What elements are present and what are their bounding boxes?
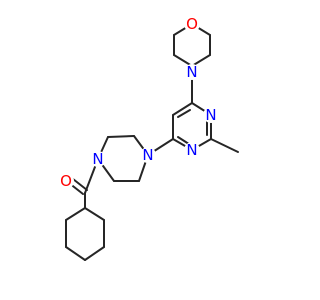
atom-label: N (186, 141, 197, 159)
bond (65, 207, 86, 221)
bond (107, 135, 135, 138)
bond (173, 54, 193, 67)
bond (84, 207, 105, 221)
atom-pyrimidine-nitrogen-3: N (184, 141, 200, 159)
atom-label: N (92, 150, 103, 168)
atom-piperazine-nitrogen-4: N (90, 150, 106, 168)
atom-piperazine-nitrogen-1: N (140, 146, 156, 164)
bond (191, 54, 211, 67)
atom-morpholine-nitrogen: N (184, 63, 200, 81)
methyl-bond (210, 138, 239, 153)
bond (172, 102, 193, 116)
bond (65, 246, 86, 261)
atom-label: O (60, 172, 72, 190)
atom-carbonyl-oxygen: O (58, 172, 74, 190)
cyclohexane-ring (65, 207, 105, 261)
bond (84, 246, 105, 261)
carbonyl-double-bond (72, 178, 88, 191)
double-bond-inner (177, 109, 191, 118)
atom-label: N (205, 106, 216, 124)
atom-label: N (186, 63, 197, 81)
atom-morpholine-oxygen: O (184, 15, 200, 33)
atom-label: N (142, 146, 153, 164)
atom-label: O (186, 15, 198, 33)
atom-pyrimidine-nitrogen-1: N (203, 106, 219, 124)
molecule-structure-diagram: O N N N N N O (58, 15, 239, 261)
